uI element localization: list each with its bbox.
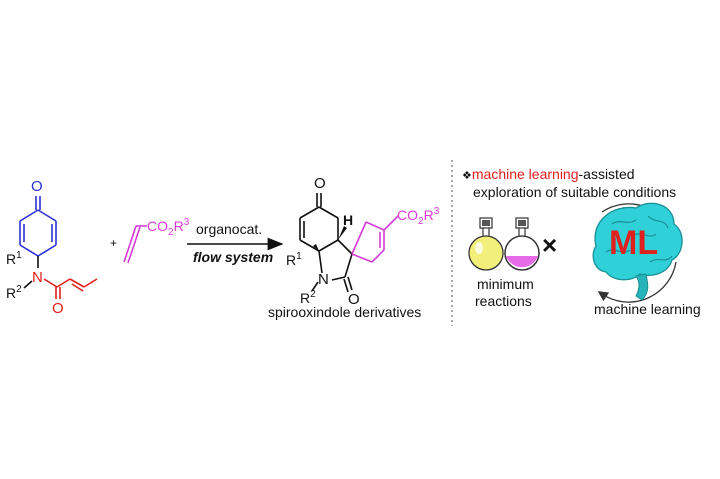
product-spirooxindole: O [268,175,440,320]
reaction-arrow: organocat. flow system [187,221,284,265]
brain-icon: ML [592,202,683,301]
product-ester-label: CO2R3 [397,206,440,227]
flask-icon [504,217,540,271]
brain-label: machine learning [594,301,701,317]
plus-sign: + [110,236,117,250]
product-r1-label: R1 [286,251,302,268]
ketone-oxygen-label: O [314,175,326,192]
flasks-label-line1: minimum [477,276,534,292]
carbonyl-oxygen-label: O [31,178,43,195]
reactant-dienone-acrylamide: O R1 N R2 [6,178,98,317]
product-core-bonds [299,193,353,293]
h-wedge [338,226,347,240]
cyclopentene-ring [351,215,399,263]
amide-oxygen-label: O [52,300,64,317]
amide-nitrogen-label: N [32,269,43,286]
flask-icon [468,217,504,271]
flow-system-label: flow system [193,249,273,265]
bullet-icon: ❖ [462,170,472,182]
allene-chain [123,225,147,264]
product-nitrogen-label: N [318,271,329,288]
product-caption: spirooxindole derivatives [268,304,421,320]
times-sign: × [542,230,557,260]
r1-label: R1 [6,250,22,267]
ml-panel: ❖machine learning-assisted exploration o… [462,166,701,317]
dienone-ring [19,196,57,257]
reactant-allenoate: CO2R3 [123,217,190,264]
ring-fusion-wedge [313,244,319,251]
ml-heading-line2: exploration of suitable conditions [473,184,676,200]
flasks-label-line2: reactions [475,293,532,309]
lactam-oxygen-label: O [348,291,360,308]
catalyst-label: organocat. [196,221,262,237]
r2-label: R2 [6,284,22,301]
ml-brain-text: ML [609,224,658,262]
ml-heading-line1: ❖machine learning-assisted [462,166,635,182]
product-r2-label: R2 [300,289,316,306]
n-r2-bond [23,280,33,289]
hydrogen-label: H [343,212,353,228]
allenoate-ester-label: CO2R3 [147,217,190,238]
acrylamide-chain [43,278,98,299]
